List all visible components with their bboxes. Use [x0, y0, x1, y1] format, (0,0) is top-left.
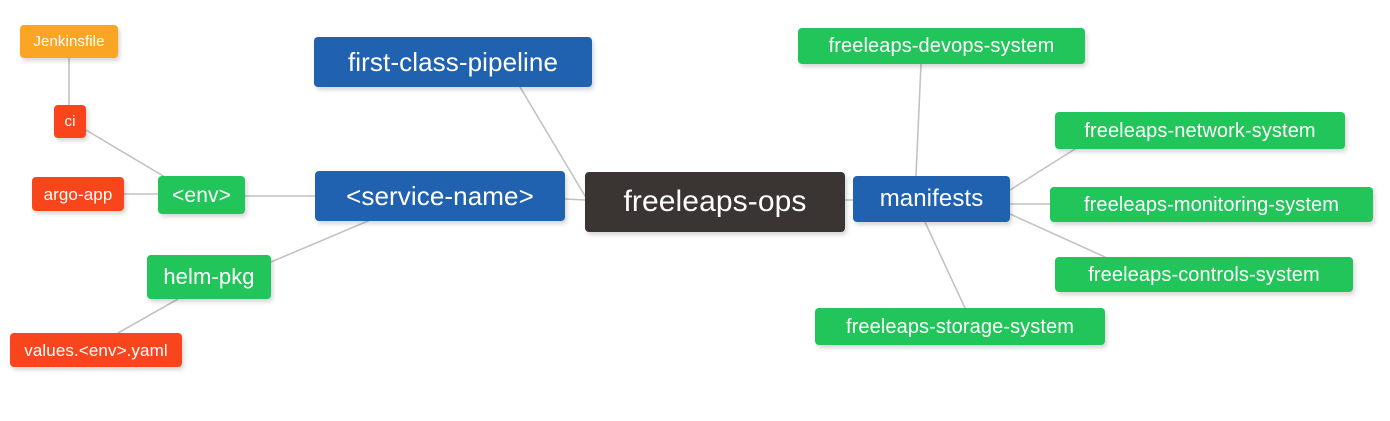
node-freeleaps-ops[interactable]: freeleaps-ops	[585, 172, 845, 232]
node-service-name[interactable]: <service-name>	[315, 171, 565, 221]
node-freeleaps-monitoring-system[interactable]: freeleaps-monitoring-system	[1050, 187, 1373, 222]
node-jenkinsfile[interactable]: Jenkinsfile	[20, 25, 118, 58]
node-label-jenkinsfile: Jenkinsfile	[33, 33, 105, 50]
node-first-class-pipeline[interactable]: first-class-pipeline	[314, 37, 592, 87]
node-label-ci: ci	[64, 113, 76, 130]
node-label-freeleaps-controls-system: freeleaps-controls-system	[1088, 263, 1320, 286]
node-label-service-name: <service-name>	[346, 181, 534, 211]
node-label-values-env-yaml: values.<env>.yaml	[24, 340, 168, 360]
node-freeleaps-network-system[interactable]: freeleaps-network-system	[1055, 112, 1345, 149]
node-argo-app[interactable]: argo-app	[32, 177, 124, 211]
node-label-helm-pkg: helm-pkg	[163, 264, 255, 289]
edge-helm-pkg-to-values-env-yaml	[117, 298, 179, 334]
node-manifests[interactable]: manifests	[853, 176, 1010, 222]
node-freeleaps-storage-system[interactable]: freeleaps-storage-system	[815, 308, 1105, 345]
node-freeleaps-controls-system[interactable]: freeleaps-controls-system	[1055, 257, 1353, 292]
edge-service-name-to-helm-pkg	[270, 220, 369, 263]
node-helm-pkg[interactable]: helm-pkg	[147, 255, 271, 299]
node-ci[interactable]: ci	[54, 105, 86, 138]
node-label-manifests: manifests	[879, 185, 984, 212]
node-label-first-class-pipeline: first-class-pipeline	[347, 47, 559, 77]
node-values-env-yaml[interactable]: values.<env>.yaml	[10, 333, 182, 367]
edge-freeleaps-ops-to-service-name	[564, 198, 586, 201]
edge-manifests-to-freeleaps-devops-system	[915, 63, 922, 177]
edge-manifests-to-freeleaps-network-system	[1009, 148, 1076, 191]
node-label-freeleaps-ops: freeleaps-ops	[623, 185, 807, 218]
node-label-freeleaps-network-system: freeleaps-network-system	[1084, 119, 1316, 142]
node-label-argo-app: argo-app	[43, 184, 113, 204]
edge-manifests-to-freeleaps-storage-system	[924, 221, 966, 309]
node-env[interactable]: <env>	[158, 176, 245, 214]
node-label-freeleaps-storage-system: freeleaps-storage-system	[845, 315, 1075, 338]
node-label-env: <env>	[172, 183, 231, 207]
node-label-freeleaps-monitoring-system: freeleaps-monitoring-system	[1083, 193, 1339, 216]
node-label-freeleaps-devops-system: freeleaps-devops-system	[828, 35, 1055, 57]
node-freeleaps-devops-system[interactable]: freeleaps-devops-system	[798, 28, 1085, 64]
